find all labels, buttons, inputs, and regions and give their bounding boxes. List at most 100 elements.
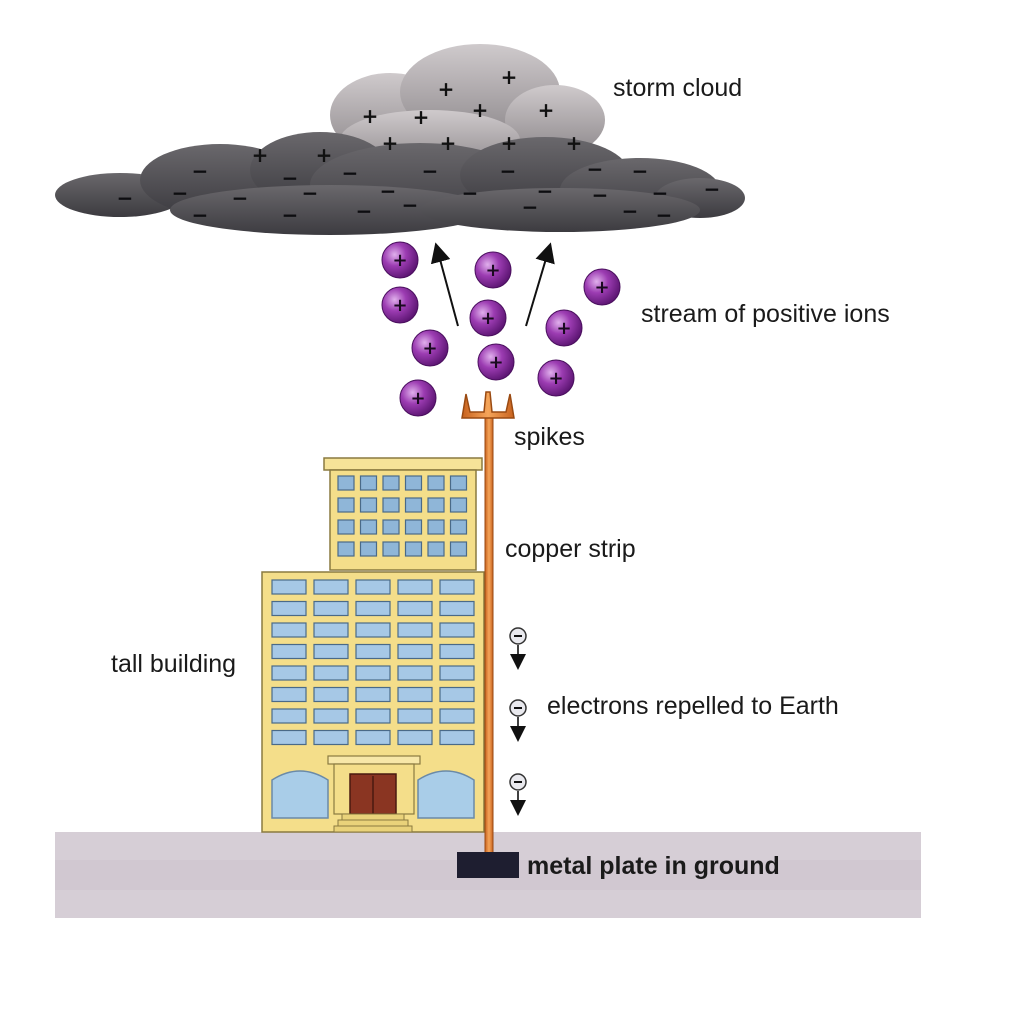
window <box>271 686 307 703</box>
window <box>439 643 475 660</box>
label-copper-strip: copper strip <box>505 535 636 563</box>
positive-ion: + <box>537 359 575 397</box>
label-storm-cloud: storm cloud <box>613 74 743 102</box>
electron <box>509 627 527 670</box>
window <box>359 475 378 491</box>
minus-sign: − <box>622 199 639 223</box>
window <box>404 541 423 557</box>
window <box>449 497 468 513</box>
window <box>382 541 400 557</box>
window <box>355 686 391 703</box>
window <box>439 708 475 724</box>
window <box>427 497 445 513</box>
plus-sign: + <box>413 105 430 129</box>
window <box>355 600 391 617</box>
window <box>449 541 468 557</box>
window <box>355 622 391 638</box>
minus-sign: − <box>592 183 609 207</box>
spikes <box>461 391 515 419</box>
minus-sign: − <box>704 177 721 201</box>
minus-sign: − <box>192 203 209 227</box>
plus-sign: + <box>382 131 399 155</box>
minus-sign: − <box>402 193 419 217</box>
minus-sign: − <box>500 159 517 183</box>
window <box>313 686 349 703</box>
positive-ion: + <box>469 299 507 337</box>
window <box>313 665 349 681</box>
electron <box>509 773 527 816</box>
window <box>439 622 475 638</box>
minus-sign: − <box>117 186 134 210</box>
positive-ion: + <box>381 286 419 324</box>
minus-sign: − <box>342 161 359 185</box>
svg-text:+: + <box>480 308 495 329</box>
minus-sign: − <box>192 159 209 183</box>
window <box>271 643 307 660</box>
window <box>439 729 475 746</box>
plus-sign: + <box>566 131 583 155</box>
plus-sign: + <box>316 143 333 167</box>
svg-text:+: + <box>485 260 500 281</box>
window <box>313 708 349 724</box>
window <box>449 475 468 491</box>
window <box>271 665 307 681</box>
window <box>337 519 355 535</box>
window <box>427 475 445 491</box>
positive-ion: + <box>474 251 512 289</box>
window <box>439 600 475 617</box>
window <box>359 541 378 557</box>
window <box>404 475 423 491</box>
window <box>397 579 433 595</box>
positive-ion: + <box>411 329 449 367</box>
positive-ions: ++++++++++ <box>381 241 621 417</box>
minus-sign: − <box>282 166 299 190</box>
copper-strip <box>484 411 494 859</box>
minus-sign: − <box>302 181 319 205</box>
window <box>382 475 400 491</box>
svg-text:+: + <box>556 318 571 339</box>
electrons <box>509 627 527 816</box>
window <box>404 497 423 513</box>
window <box>382 497 400 513</box>
minus-sign: − <box>422 159 439 183</box>
window <box>271 600 307 617</box>
window <box>337 541 355 557</box>
plus-sign: + <box>362 104 379 128</box>
plus-sign: + <box>501 65 518 89</box>
minus-sign: − <box>356 199 373 223</box>
svg-text:+: + <box>392 295 407 316</box>
minus-sign: − <box>537 179 554 203</box>
window <box>427 519 445 535</box>
metal-plate <box>457 852 519 878</box>
cloud-positive-charges: + + + + + + + + + + + + <box>252 65 583 167</box>
window <box>404 519 423 535</box>
window <box>271 729 307 746</box>
window <box>359 519 378 535</box>
window <box>313 622 349 638</box>
minus-sign: − <box>656 203 673 227</box>
label-electrons: electrons repelled to Earth <box>547 692 839 720</box>
window <box>397 600 433 617</box>
minus-sign: − <box>282 203 299 227</box>
plus-sign: + <box>440 131 457 155</box>
window <box>397 686 433 703</box>
cloud-negative-charges: − − − − − − − − − − − − − − − − − − − − … <box>117 157 721 227</box>
minus-sign: − <box>652 181 669 205</box>
window <box>439 579 475 595</box>
up-arrow <box>525 242 555 327</box>
plus-sign: + <box>252 143 269 167</box>
window <box>397 622 433 638</box>
plus-sign: + <box>538 98 555 122</box>
svg-text:+: + <box>422 338 437 359</box>
svg-text:+: + <box>392 250 407 271</box>
window <box>337 475 355 491</box>
window <box>427 541 445 557</box>
window <box>313 579 349 595</box>
up-arrow <box>430 242 459 327</box>
plus-sign: + <box>501 131 518 155</box>
window <box>397 708 433 724</box>
positive-ion: + <box>545 309 583 347</box>
window <box>355 665 391 681</box>
